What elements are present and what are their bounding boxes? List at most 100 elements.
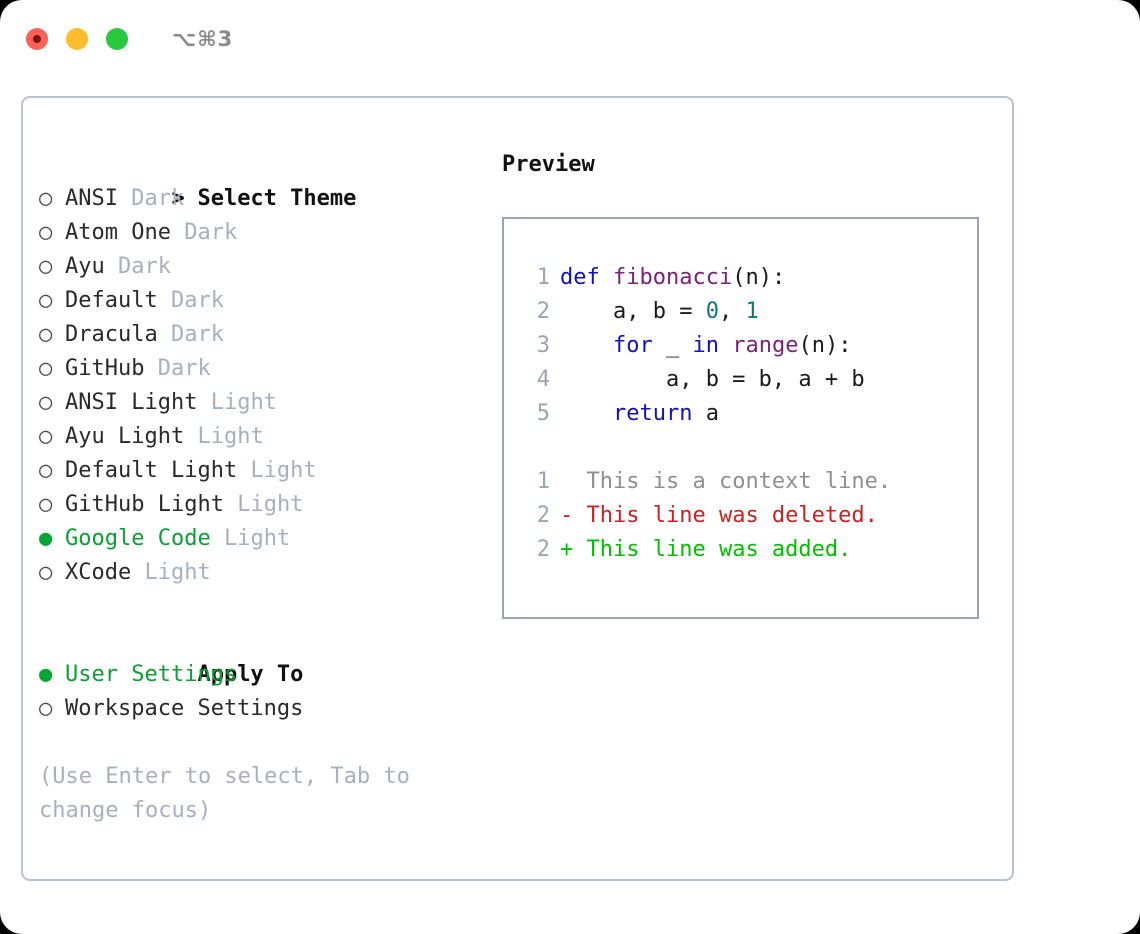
diff-line-number: 1 bbox=[536, 469, 550, 494]
theme-name-label: Atom One bbox=[65, 220, 171, 245]
apply-to-list: ●User Settings○Workspace Settings bbox=[39, 658, 479, 726]
theme-label-gap bbox=[211, 526, 224, 551]
radio-selected-icon: ● bbox=[39, 662, 53, 687]
theme-name-label: Ayu bbox=[65, 254, 105, 279]
theme-picker-heading-label: Select Theme bbox=[197, 186, 357, 211]
theme-label-gap bbox=[237, 458, 250, 483]
preview-title: Preview bbox=[502, 152, 595, 177]
help-text: (Use Enter to select, Tab to change focu… bbox=[39, 764, 424, 823]
diff-text: This line was added. bbox=[586, 537, 852, 562]
section-spacer bbox=[39, 590, 479, 624]
diff-line: 1 This is a context line. bbox=[520, 465, 977, 499]
theme-label-gap bbox=[224, 492, 237, 517]
theme-name-label: Google Code bbox=[65, 526, 211, 551]
diff-line: 2- This line was deleted. bbox=[520, 499, 977, 533]
theme-list-item[interactable]: ○Atom One Dark bbox=[39, 216, 479, 250]
code-token: a, b = bbox=[560, 299, 706, 324]
code-token: a bbox=[692, 401, 719, 426]
theme-picker-heading: >Select Theme bbox=[39, 148, 479, 211]
radio-unselected-icon: ○ bbox=[39, 390, 53, 415]
apply-to-item[interactable]: ○Workspace Settings bbox=[39, 692, 479, 726]
code-token: in bbox=[692, 333, 719, 358]
theme-list-item[interactable]: ○Dracula Dark bbox=[39, 318, 479, 352]
diff-sign-gap bbox=[573, 503, 586, 528]
code-line: 2 a, b = 0, 1 bbox=[520, 295, 977, 329]
theme-list-item[interactable]: ○ ANSI Light Light bbox=[39, 386, 479, 420]
traffic-light-controls bbox=[26, 28, 128, 50]
radio-unselected-icon: ○ bbox=[39, 424, 53, 449]
code-diff-separator bbox=[520, 431, 977, 465]
radio-unselected-icon: ○ bbox=[39, 356, 53, 381]
theme-picker-column: >Select Theme ○ ANSI Dark ○ Atom One Dark ○ A… bbox=[39, 148, 479, 828]
code-token: , bbox=[718, 299, 746, 324]
main-panel: >Select Theme ○ ANSI Dark ○ Atom One Dark ○ A… bbox=[21, 96, 1014, 881]
theme-variant-badge: Light bbox=[237, 492, 304, 517]
theme-variant-badge: Light bbox=[197, 424, 264, 449]
theme-name-label: Ayu Light bbox=[65, 424, 185, 449]
code-token: (n): bbox=[798, 333, 852, 358]
theme-list-item[interactable]: ○ ANSI Dark bbox=[39, 182, 479, 216]
theme-list-item[interactable]: ○Default Light Light bbox=[39, 454, 479, 488]
radio-unselected-icon: ○ bbox=[39, 186, 53, 211]
theme-list-item[interactable]: ○Default Dark bbox=[39, 284, 479, 318]
theme-label-gap bbox=[184, 424, 197, 449]
code-token: a, b = b, a + b bbox=[560, 367, 865, 392]
code-token: range bbox=[732, 333, 799, 358]
close-button[interactable] bbox=[26, 28, 48, 50]
diff-sample: 1 This is a context line.2- This line wa… bbox=[520, 465, 977, 567]
theme-variant-badge: Dark bbox=[170, 322, 224, 347]
code-token: def bbox=[560, 265, 613, 290]
theme-list-item[interactable]: ○ GitHub Light Light bbox=[39, 488, 479, 522]
keyboard-shortcut-label: ⌥⌘3 bbox=[172, 27, 234, 51]
theme-label-gap bbox=[118, 186, 131, 211]
theme-list: ○ANSI Dark○Atom One Dark○Ayu Dark○Defaul… bbox=[39, 182, 479, 590]
code-token: return bbox=[612, 401, 693, 426]
radio-unselected-icon: ○ bbox=[39, 254, 53, 279]
theme-label-gap bbox=[105, 254, 118, 279]
theme-variant-badge: Dark bbox=[131, 186, 185, 211]
theme-list-item[interactable]: ○XCode Light bbox=[39, 556, 479, 590]
diff-line-number: 2 bbox=[536, 537, 550, 562]
diff-sign-gap bbox=[573, 537, 586, 562]
theme-name-label: Default Light bbox=[65, 458, 238, 483]
code-token bbox=[560, 333, 613, 358]
apply-to-heading-label: Apply To bbox=[197, 662, 304, 687]
radio-unselected-icon: ○ bbox=[39, 560, 53, 585]
theme-variant-badge: Light bbox=[210, 390, 277, 415]
theme-name-label: XCode bbox=[65, 560, 132, 585]
code-token bbox=[719, 333, 732, 358]
theme-name-label: ANSI bbox=[65, 186, 118, 211]
code-line-number: 4 bbox=[536, 367, 550, 392]
radio-unselected-icon: ○ bbox=[39, 220, 53, 245]
title-bar: ⌥⌘3 bbox=[0, 0, 1140, 78]
theme-name-label: GitHub bbox=[65, 356, 145, 381]
apply-to-heading: Apply To bbox=[39, 624, 479, 687]
radio-unselected-icon: ○ bbox=[39, 492, 53, 517]
radio-selected-icon: ● bbox=[39, 526, 53, 551]
maximize-button[interactable] bbox=[106, 28, 128, 50]
theme-name-label: Dracula bbox=[65, 322, 158, 347]
diff-text: This line was deleted. bbox=[586, 503, 878, 528]
code-token bbox=[560, 401, 613, 426]
diff-line: 2+ This line was added. bbox=[520, 533, 977, 567]
apply-to-item[interactable]: ●User Settings bbox=[39, 658, 479, 692]
theme-list-item[interactable]: ○ Ayu Light Light bbox=[39, 420, 479, 454]
code-token: fibonacci bbox=[612, 265, 733, 290]
code-token: for bbox=[612, 333, 653, 358]
minimize-button[interactable] bbox=[66, 28, 88, 50]
theme-name-label: GitHub Light bbox=[65, 492, 224, 517]
diff-sign-gap bbox=[573, 469, 586, 494]
diff-text: This is a context line. bbox=[586, 469, 892, 494]
theme-list-item[interactable]: ○GitHub Dark bbox=[39, 352, 479, 386]
theme-list-item[interactable]: ● Google Code Light bbox=[39, 522, 479, 556]
theme-variant-badge: Light bbox=[223, 526, 291, 551]
apply-to-label: Workspace Settings bbox=[65, 696, 304, 721]
theme-list-item[interactable]: ○ Ayu Dark bbox=[39, 250, 479, 284]
code-line-number: 2 bbox=[536, 299, 550, 324]
theme-variant-badge: Dark bbox=[118, 254, 171, 279]
theme-name-label: ANSI Light bbox=[65, 390, 198, 415]
